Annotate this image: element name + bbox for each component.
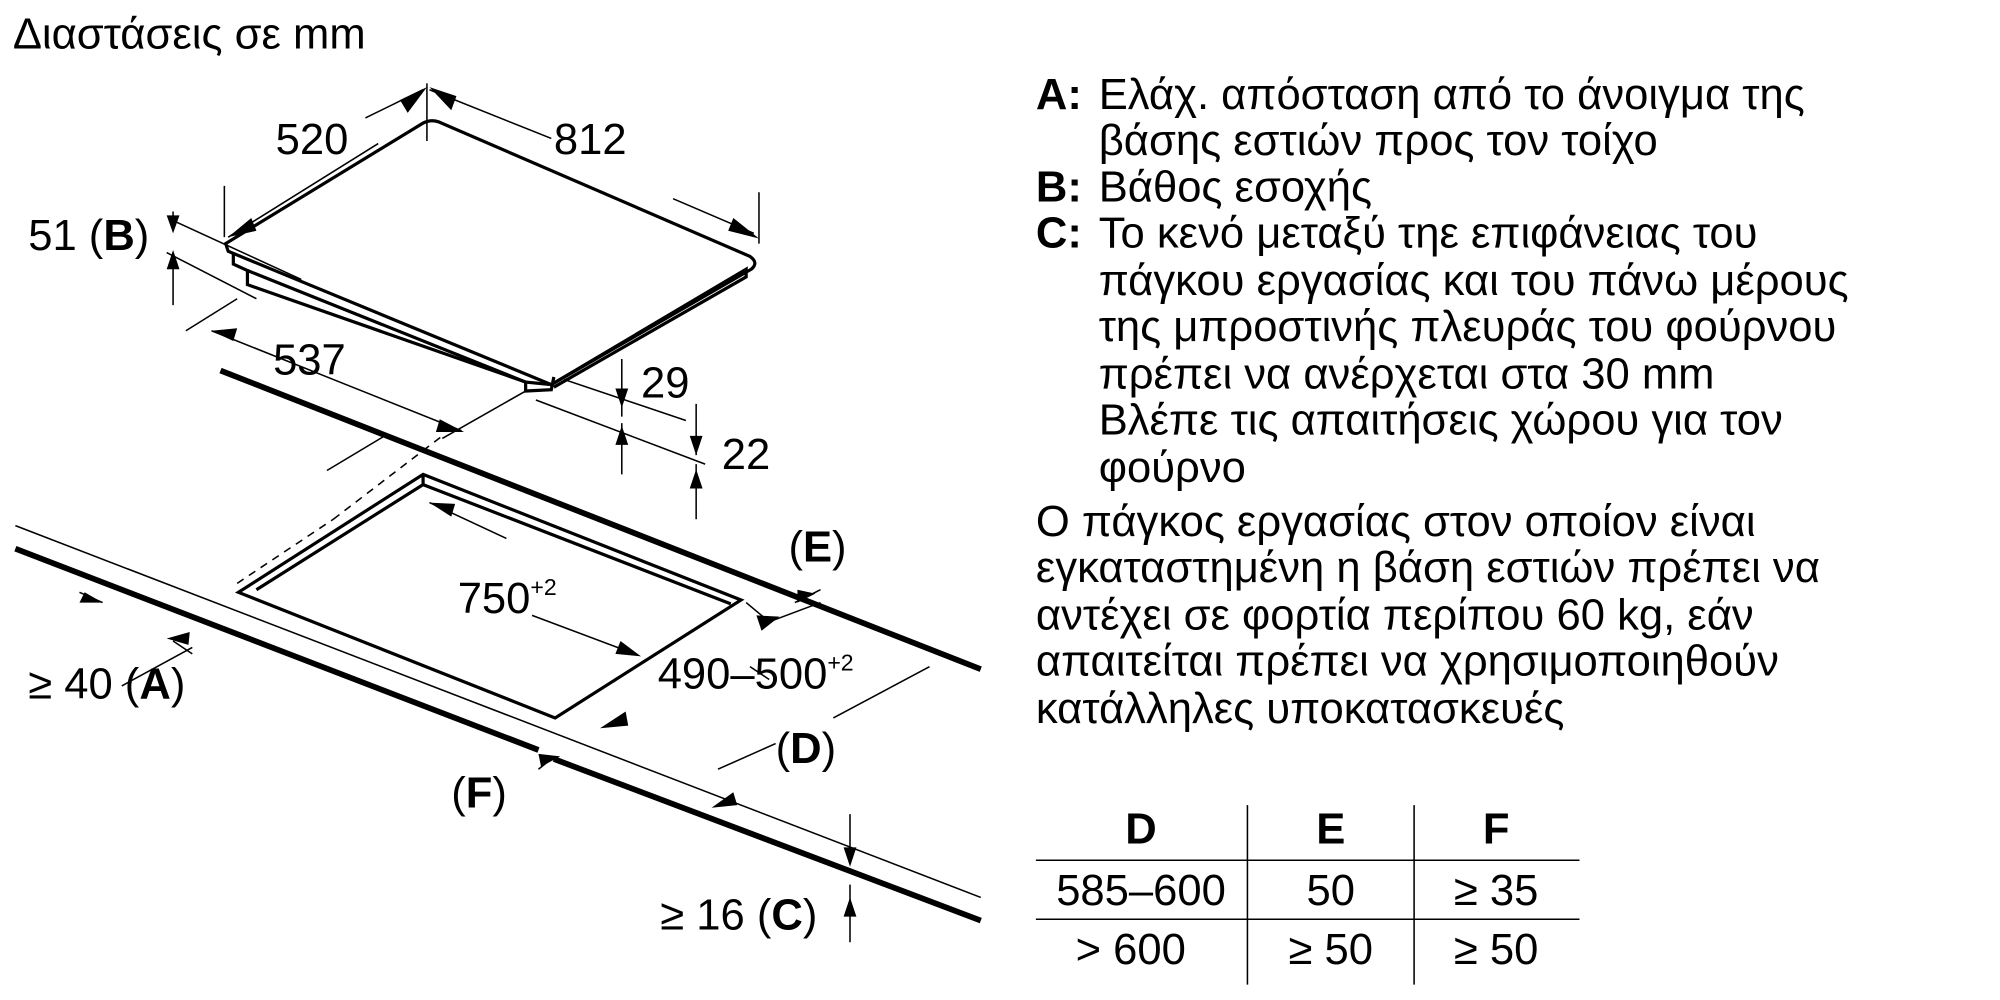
dim-width-top: 520 [276, 116, 349, 164]
table-header: F [1483, 806, 1510, 854]
worktop-drawing [14, 367, 982, 924]
table-cell: > 600 [1076, 926, 1186, 974]
label-e: (E) [788, 524, 846, 572]
legend-key-c: C: [1036, 209, 1082, 257]
legend-line: βάσης εστιών προς τον τοίχο [1099, 117, 1658, 165]
dim-cutout-length: 750+2 [458, 574, 557, 623]
table-cell: 50 [1307, 867, 1355, 915]
legend-line: Βλέπε τις απαιτήσεις χώρου για τον [1099, 397, 1783, 445]
hob-drawing [223, 119, 757, 472]
dim-min-a: ≥ 40 (A) [28, 661, 185, 709]
dim-cutout-width: 490–500+2 [658, 650, 854, 699]
load-note: Ο πάγκος εργασίας στον οποίον είναι εγκα… [1036, 498, 1820, 733]
dim-depth-b: 51 (B) [28, 212, 149, 260]
dimension-lines [79, 83, 930, 943]
note-line: Ο πάγκος εργασίας στον οποίον είναι [1036, 498, 1756, 546]
dim-22: 22 [722, 431, 770, 479]
legend-line: φούρνο [1099, 444, 1246, 492]
legend-key-b: B: [1036, 163, 1082, 211]
dim-length-top: 812 [554, 116, 627, 164]
note-line: εγκαταστημένη η βάση εστιών πρέπει να [1036, 544, 1820, 592]
table-header: E [1316, 806, 1345, 854]
label-d: (D) [776, 725, 837, 773]
legend: A: Ελάχ. απόσταση από το άνοιγμα της βάσ… [1036, 71, 1849, 492]
legend-key-a: A: [1036, 71, 1082, 119]
legend-line: πρέπει να ανέρχεται στα 30 mm [1099, 350, 1715, 398]
legend-line: Βάθος εσοχής [1099, 163, 1372, 211]
dimension-table: D E F 585–600 50 ≥ 35 > 600 ≥ 50 ≥ 50 [1035, 805, 1580, 985]
note-line: αντέχει σε φορτία περίπου 60 kg, εάν [1036, 591, 1754, 639]
table-header: D [1125, 806, 1156, 854]
label-f: (F) [451, 770, 507, 818]
table-cell: ≥ 50 [1289, 926, 1374, 974]
legend-line: Το κενό μεταξύ τηε επιφάνειας του [1099, 209, 1758, 257]
table-cell: ≥ 50 [1454, 926, 1539, 974]
table-cell: 585–600 [1056, 867, 1226, 915]
legend-line: της μπροστινής πλευράς του φούρνου [1099, 303, 1837, 351]
legend-line: πάγκου εργασίας και του πάνω μέρους [1099, 257, 1849, 305]
note-line: κατάλληλες υποκατασκευές [1036, 685, 1565, 733]
dim-bottom-length: 537 [273, 336, 346, 384]
dim-min-c: ≥ 16 (C) [660, 891, 817, 939]
legend-line: Ελάχ. απόσταση από το άνοιγμα της [1099, 71, 1805, 119]
table-cell: ≥ 35 [1454, 867, 1539, 915]
note-line: απαιτείται πρέπει να χρησιμοποιηθούν [1036, 638, 1779, 686]
page-title: Διαστάσεις σε mm [13, 11, 366, 59]
dim-29: 29 [641, 359, 689, 407]
